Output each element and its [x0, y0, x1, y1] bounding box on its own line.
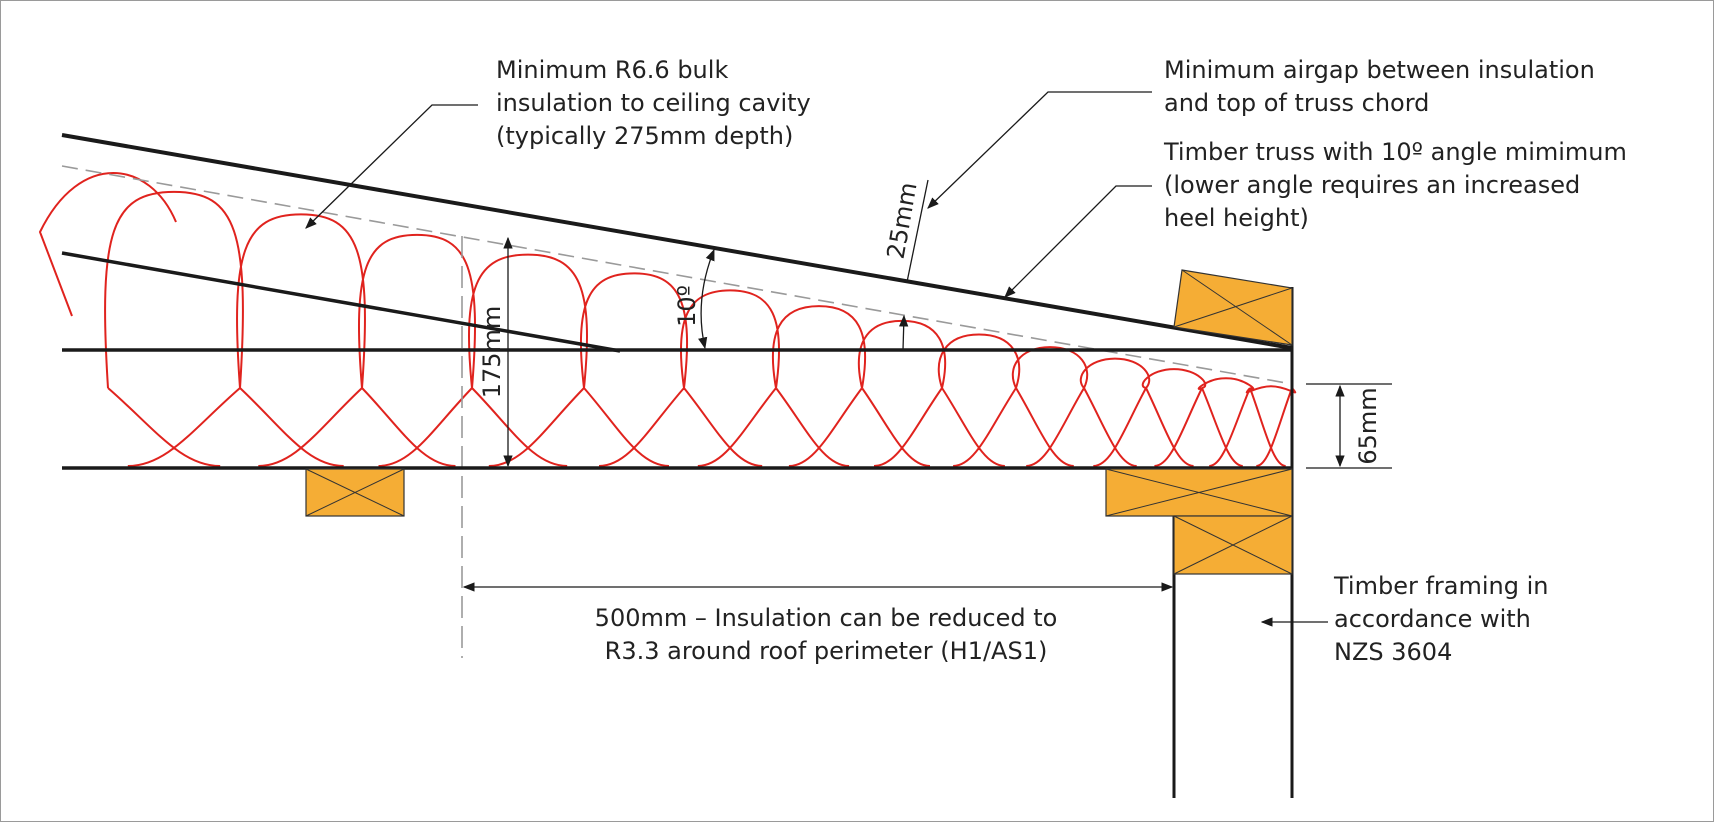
angle-arc — [698, 248, 715, 350]
svg-text:R3.3 around roof perimeter (H1: R3.3 around roof perimeter (H1/AS1) — [605, 637, 1048, 665]
svg-text:Timber framing in: Timber framing in — [1333, 572, 1549, 600]
framing-callout: Timber framing in accordance with NZS 36… — [1333, 572, 1549, 666]
bulk-insulation-leader — [305, 104, 478, 229]
truss-leader — [1004, 185, 1152, 298]
svg-text:(lower angle requires an incre: (lower angle requires an increased — [1164, 171, 1580, 199]
insulation-coils — [38, 172, 1297, 467]
bulk-insulation-callout: Minimum R6.6 bulk insulation to ceiling … — [496, 56, 811, 150]
svg-text:(typically 275mm depth): (typically 275mm depth) — [496, 122, 793, 150]
airgap-arrow-up — [899, 314, 909, 351]
perimeter-callout: 500mm – Insulation can be reduced to R3.… — [595, 604, 1058, 665]
svg-text:NZS 3604: NZS 3604 — [1334, 638, 1452, 666]
svg-text:and top of truss chord: and top of truss chord — [1164, 89, 1429, 117]
svg-text:accordance with: accordance with — [1334, 605, 1531, 633]
timber-fascia-block — [1173, 269, 1293, 346]
svg-text:Minimum R6.6 bulk: Minimum R6.6 bulk — [496, 56, 728, 84]
truss-web-member — [61, 251, 621, 353]
heel-dimension-label: 65mm — [1354, 387, 1382, 464]
svg-text:insulation to ceiling cavity: insulation to ceiling cavity — [496, 89, 811, 117]
insulation-top-dashed-line — [61, 165, 1293, 385]
insulation-coil-path — [38, 172, 1297, 467]
airgap-callout: Minimum airgap between insulation and to… — [1164, 56, 1595, 117]
depth-dimension-label: 175mm — [478, 306, 506, 399]
truss-top-chord — [61, 133, 1293, 350]
airgap-leader — [927, 91, 1152, 209]
truss-callout: Timber truss with 10º angle mimimum (low… — [1163, 138, 1627, 232]
airgap-dimension-label: 25mm — [882, 180, 923, 261]
timber-lintel — [1173, 515, 1293, 575]
svg-text:500mm – Insulation can be redu: 500mm – Insulation can be reduced to — [595, 604, 1058, 632]
airgap-dimension-line — [906, 179, 929, 283]
svg-text:Minimum airgap between insulat: Minimum airgap between insulation — [1164, 56, 1595, 84]
svg-text:heel height): heel height) — [1164, 204, 1309, 232]
svg-text:Timber truss with 10º angle mi: Timber truss with 10º angle mimimum — [1163, 138, 1627, 166]
angle-label: 10º — [673, 285, 701, 327]
timber-top-plate — [1105, 468, 1293, 517]
timber-batten — [305, 468, 405, 517]
